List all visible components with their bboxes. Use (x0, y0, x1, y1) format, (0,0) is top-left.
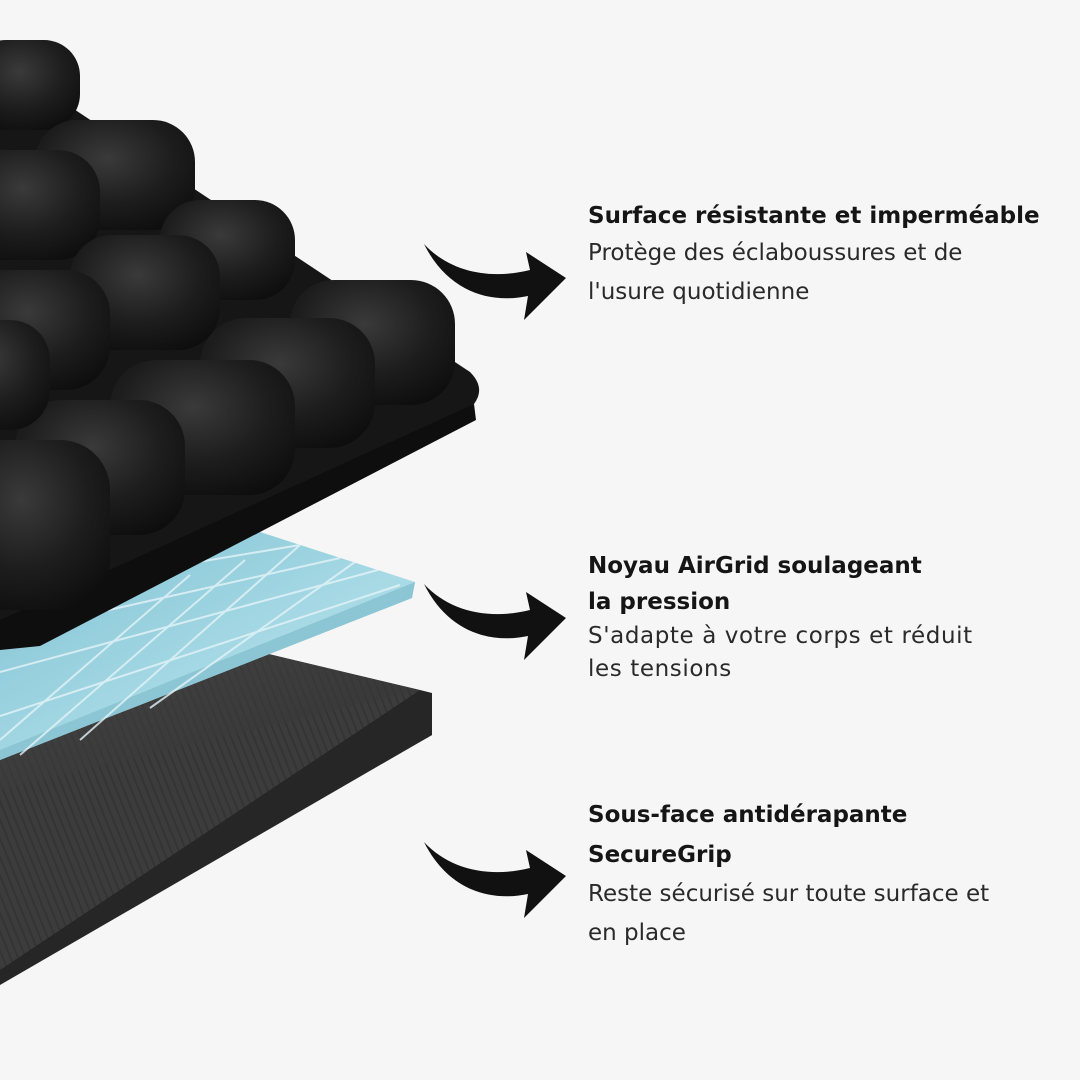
feature-title: Surface résistante et imperméable (588, 203, 1040, 229)
cushion-top-layer (0, 40, 480, 650)
curved-arrow-right-icon (424, 244, 566, 320)
feature-waterproof-surface: Surface résistante et imperméable Protèg… (588, 198, 1076, 312)
feature-securegrip-base: Sous-face antidérapante SecureGrip Reste… (588, 795, 1076, 953)
feature-description: Protège des éclaboussures et de l'usure … (588, 240, 963, 305)
feature-title: Noyau AirGrid soulageant la pression (588, 553, 922, 615)
curved-arrow-right-icon (424, 584, 566, 660)
curved-arrow-right-icon (424, 842, 566, 918)
feature-description: S'adapte à votre corps et réduit les ten… (588, 623, 973, 682)
feature-description: Reste sécurisé sur toute surface et en p… (588, 881, 990, 946)
feature-title: Sous-face antidérapante SecureGrip (588, 802, 908, 868)
feature-airgrid-core: Noyau AirGrid soulageant la pression S'a… (588, 548, 1076, 686)
